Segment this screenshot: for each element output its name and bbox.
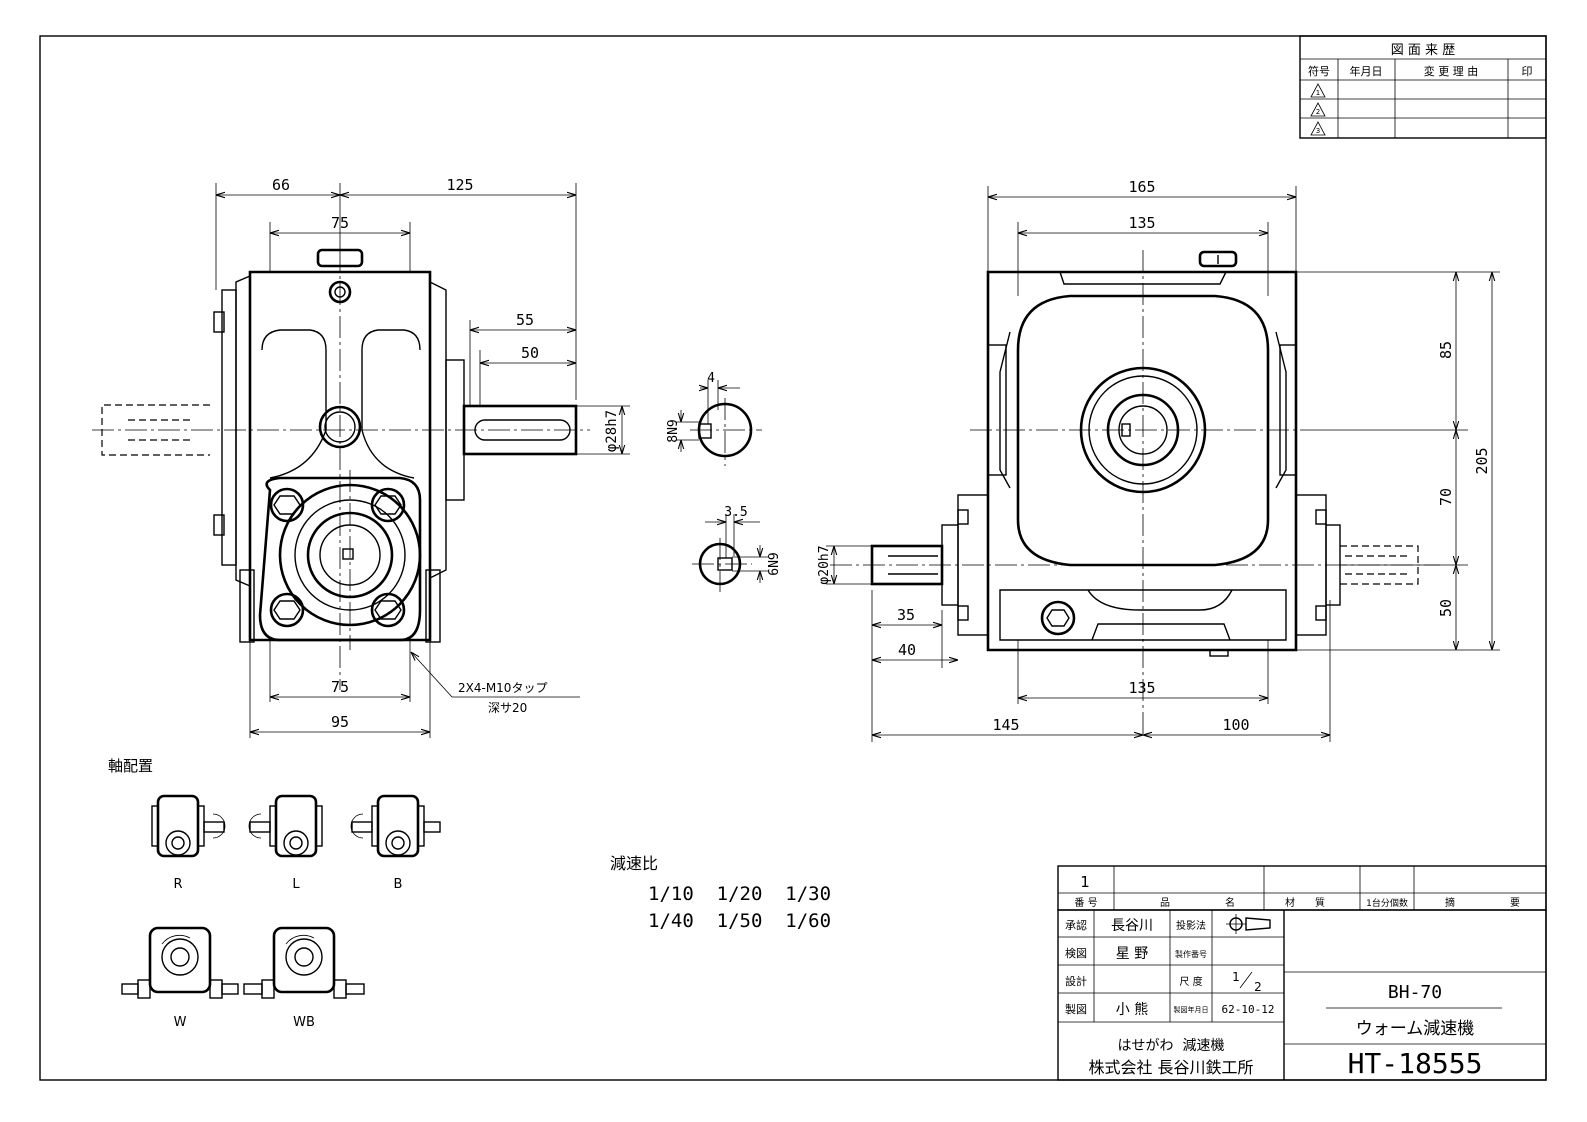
dim-165: 165 xyxy=(1128,178,1155,196)
dim-125: 125 xyxy=(446,176,473,194)
svg-text:1: 1 xyxy=(1232,970,1240,984)
parts-header-remark-1: 摘 xyxy=(1445,896,1455,909)
key-spec-6n9: 6N9 xyxy=(767,552,782,575)
drawing-number: HT-18555 xyxy=(1348,1047,1483,1080)
arrangement-w-icon: W xyxy=(121,926,239,1030)
dim-75-bottom: 75 xyxy=(331,678,349,696)
svg-text:W: W xyxy=(174,1015,187,1030)
company-name: 株式会社 長谷川鉄工所 xyxy=(1088,1058,1253,1077)
key-width-3-5: 3.5 xyxy=(724,505,747,520)
label-scale: 尺 度 xyxy=(1179,975,1202,988)
parts-header-qty: 1台分個数 xyxy=(1366,897,1408,909)
side-view: 165 135 85 70 205 50 φ20h7 35 40 135 145… xyxy=(817,178,1500,742)
parts-header-remark-2: 要 xyxy=(1510,897,1520,909)
dim-50: 50 xyxy=(521,344,539,362)
label-checked: 検図 xyxy=(1065,946,1087,960)
parts-header-name-2: 名 xyxy=(1225,896,1235,909)
svg-text:2: 2 xyxy=(1316,108,1320,116)
drawn-date: 62-10-12 xyxy=(1222,1003,1275,1016)
parts-header-material-1: 材 xyxy=(1285,896,1295,909)
reduction-ratio-line-2: 1/40 1/50 1/60 xyxy=(648,910,831,932)
dim-135-top: 135 xyxy=(1128,214,1155,232)
title-block: 1 番 号 品 名 材 質 1台分個数 摘 要 承認 長谷川 投影法 検図 星 … xyxy=(1057,865,1547,1081)
arrangement-r-icon: R xyxy=(151,794,226,892)
revision-header-date: 年月日 xyxy=(1350,64,1383,78)
keyway-detail-lower: 3.5 6N9 xyxy=(692,505,782,592)
dim-100: 100 xyxy=(1222,716,1249,734)
shaft-arrangement-title: 軸配置 xyxy=(108,757,153,775)
shaft-arrangement: 軸配置 R L xyxy=(108,757,441,1030)
svg-text:1: 1 xyxy=(1316,89,1320,97)
revision-header-mark: 符号 xyxy=(1308,65,1330,78)
dim-135-bottom: 135 xyxy=(1128,679,1155,697)
arrangement-b-icon: B xyxy=(350,794,441,892)
model-number: BH-70 xyxy=(1388,982,1442,1003)
revision-triangle-2: 2 xyxy=(1310,102,1326,117)
dim-85: 85 xyxy=(1437,341,1455,359)
arrangement-wb-icon: WB xyxy=(243,926,365,1030)
label-mfg-no: 製作番号 xyxy=(1175,949,1207,959)
revision-triangle-1: 1 xyxy=(1310,83,1326,98)
dim-40: 40 xyxy=(898,641,916,659)
label-projection: 投影法 xyxy=(1176,919,1206,932)
dim-145: 145 xyxy=(992,716,1019,734)
revision-header-reason: 変 更 理 由 xyxy=(1424,64,1479,78)
label-drawn: 製図 xyxy=(1065,1002,1087,1016)
drawn-name: 小 熊 xyxy=(1116,1002,1148,1018)
tap-note-thread: 2X4-M10タップ xyxy=(458,681,547,695)
dim-95: 95 xyxy=(331,713,349,731)
dim-205: 205 xyxy=(1473,447,1491,474)
dim-shaft-dia-20: φ20h7 xyxy=(817,545,832,584)
dim-75-top: 75 xyxy=(331,214,349,232)
label-approved: 承認 xyxy=(1065,918,1087,932)
label-design: 設計 xyxy=(1065,974,1087,988)
dim-35: 35 xyxy=(897,606,915,624)
scale-value: 1 2 xyxy=(1232,970,1262,994)
svg-text:3: 3 xyxy=(1316,127,1320,135)
checked-name: 星 野 xyxy=(1116,946,1148,962)
parts-header-no: 番 号 xyxy=(1074,897,1097,909)
product-name: ウォーム減速機 xyxy=(1356,1019,1475,1039)
reduction-ratio-title: 減速比 xyxy=(610,854,658,873)
third-angle-projection-icon xyxy=(1226,914,1271,934)
dim-50-side: 50 xyxy=(1437,599,1455,617)
tap-note-depth: 深サ20 xyxy=(488,701,527,715)
revision-table: 図 面 来 歴 符号 年月日 変 更 理 由 印 1 2 3 xyxy=(1299,35,1547,139)
svg-text:2: 2 xyxy=(1254,980,1262,994)
dim-66: 66 xyxy=(272,176,290,194)
dim-shaft-dia-28: φ28h7 xyxy=(604,410,620,452)
brand-name: はせがわ 減速機 xyxy=(1118,1037,1225,1054)
key-width-4: 4 xyxy=(707,371,715,386)
revision-table-title: 図 面 来 歴 xyxy=(1391,43,1455,58)
keyway-detail-upper: 4 8N9 xyxy=(666,371,762,466)
revision-triangle-3: 3 xyxy=(1310,121,1326,136)
parts-header-name-1: 品 xyxy=(1160,897,1170,909)
svg-text:B: B xyxy=(394,877,403,892)
front-view: 66 125 75 55 50 φ28h7 75 95 2X4-M10タップ 深… xyxy=(92,176,630,738)
dim-55: 55 xyxy=(516,311,534,329)
reduction-ratio-line-1: 1/10 1/20 1/30 xyxy=(648,883,831,905)
revision-header-seal: 印 xyxy=(1522,65,1533,78)
reduction-ratio: 減速比 1/10 1/20 1/30 1/40 1/50 1/60 xyxy=(610,854,831,932)
svg-text:WB: WB xyxy=(293,1015,315,1030)
svg-text:R: R xyxy=(173,877,182,892)
approved-name: 長谷川 xyxy=(1111,918,1153,934)
sheet-border xyxy=(39,35,1547,1081)
key-spec-8n9: 8N9 xyxy=(666,419,681,442)
dim-70: 70 xyxy=(1437,488,1455,506)
arrangement-l-icon: L xyxy=(248,794,323,892)
label-drawn-date: 製図年月日 xyxy=(1174,1005,1209,1014)
part-number: 1 xyxy=(1080,873,1090,891)
svg-text:L: L xyxy=(292,877,300,892)
parts-header-material-2: 質 xyxy=(1315,896,1325,909)
